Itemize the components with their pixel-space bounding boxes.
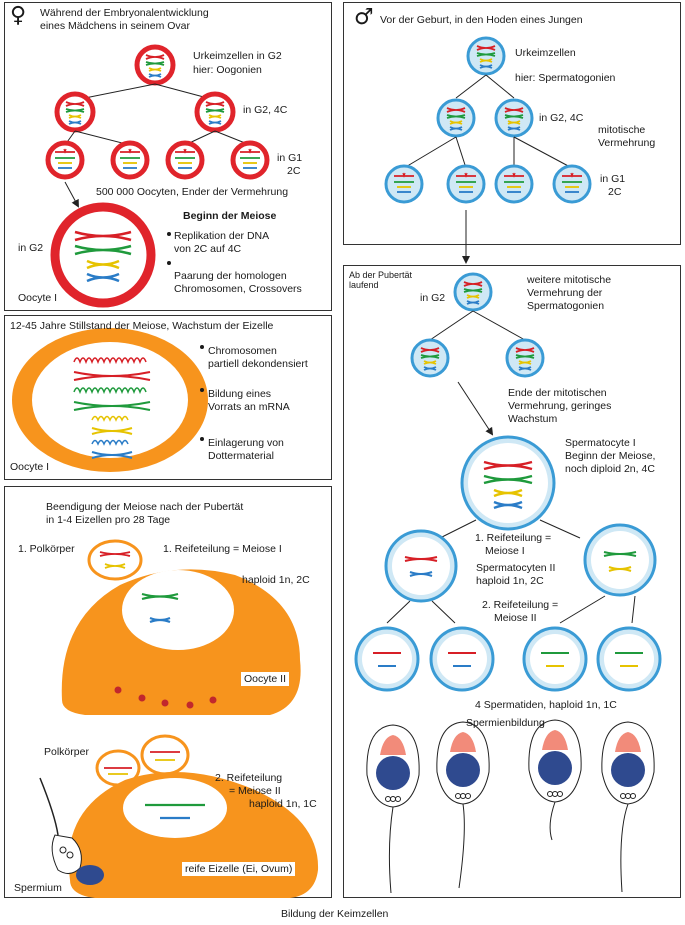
male-mitotisch-line2: Vermehrung <box>598 137 656 149</box>
female-bullet1-line1: Replikation der DNA <box>174 230 270 242</box>
female-bullet2-line2: Chromosomen, Crossovers <box>174 283 302 295</box>
female-urkeim-line1: Urkeimzellen in G2 <box>193 50 282 62</box>
meiosis-begin-title: Beginn der Meiose <box>183 210 277 222</box>
reife2-line2: Meiose II <box>494 612 537 624</box>
oocyte2-label: Oocyte II <box>241 672 290 686</box>
male-g1-line2: 2C <box>608 186 622 198</box>
female-oocyte-count: 500 000 Oocyten, Ender der Vermehrung <box>96 186 289 198</box>
oocyte-2-cell <box>61 569 301 715</box>
bullet-dot <box>200 388 204 392</box>
female-g1-line1: in G1 <box>277 152 303 164</box>
male-g2-4c-label: in G2, 4C <box>539 112 584 124</box>
completion-header-line2: in 1-4 Eizellen pro 28 Tage <box>46 514 171 526</box>
puberty-header-line1: Ab der Pubertät <box>349 270 413 280</box>
female-bullet2-line1: Paarung der homologen <box>174 270 287 282</box>
ende-line3: Wachstum <box>508 413 558 425</box>
male-g1-line1: in G1 <box>600 173 626 185</box>
spermatiden-label: 4 Spermatiden, haploid 1n, 1C <box>475 699 617 711</box>
spermatocyten2-line1: Spermatocyten II <box>476 562 556 574</box>
arrow-to-spermatocyte <box>457 381 494 436</box>
branch-lines-male-1 <box>455 74 515 99</box>
second-polar-bodies <box>95 734 190 787</box>
first-polar-body-label: 1. Polkörper <box>18 543 75 555</box>
weitere-line3: Spermatogonien <box>527 300 605 312</box>
female-header-line1: Während der Embryonalentwicklung <box>40 7 209 19</box>
spermatocyte1-line2: Beginn der Meiose, <box>565 450 656 462</box>
reife2-line1: 2. Reifeteilung = <box>482 599 559 611</box>
spermium-label: Spermium <box>14 882 62 894</box>
arrest-bullet1-line1: Chromosomen <box>208 345 277 357</box>
bullet-dot <box>200 437 204 441</box>
reife1-line1: 1. Reifeteilung = <box>475 532 552 544</box>
female-symbol: ♀ <box>10 3 27 28</box>
reifeteilung2-line2: = Meiose II <box>229 785 281 797</box>
puberty-in-g2-label: in G2 <box>420 292 446 304</box>
bullet-dot <box>167 261 171 265</box>
spermatocyten2-line2: haploid 1n, 2C <box>476 575 544 587</box>
oogonia-g1-cells <box>45 140 270 180</box>
ende-line2: Vermehrung, geringes <box>508 400 612 412</box>
second-polar-body-label: Polkörper <box>44 746 89 758</box>
branch-lines-female-2 <box>64 130 251 146</box>
branch-lines-male-4 <box>439 519 581 539</box>
female-g1-line2: 2C <box>287 165 301 177</box>
male-urkeim-line2: hier: Spermatogonien <box>515 72 616 84</box>
puberty-header-line2: laufend <box>349 280 379 290</box>
arrest-bullet3-line2: Dottermaterial <box>208 450 274 462</box>
spermienbildung-label: Spermienbildung <box>466 717 545 729</box>
weitere-line1: weitere mitotische <box>527 274 612 286</box>
oocyte1-in-g2-label: in G2 <box>18 242 44 254</box>
branch-lines-male-3 <box>429 310 526 341</box>
reifeteilung1-label: 1. Reifeteilung = Meiose I <box>163 543 282 555</box>
male-symbol: ♂ <box>354 5 374 30</box>
spermatocyte1-line1: Spermatocyte I <box>565 437 636 449</box>
spermatogonium-top-cell <box>466 36 506 76</box>
arrest-bullet1-line2: partiell dekondensiert <box>208 358 308 370</box>
spermatid-cells <box>354 626 662 692</box>
spermatogonia-g2-cells <box>436 98 534 138</box>
haploid2-label: haploid 1n, 1C <box>249 798 317 810</box>
spermatocyte1-line3: noch diploid 2n, 4C <box>565 463 655 475</box>
arrest-oocyte-label: Oocyte I <box>10 461 50 473</box>
weitere-line2: Vermehrung der <box>527 287 603 299</box>
female-urkeim-line2: hier: Oogonien <box>193 64 262 76</box>
branch-lines-female-1 <box>74 83 216 101</box>
spermatocyte-2-cells <box>384 523 657 603</box>
arrest-bullet3-line1: Einlagerung von <box>208 437 284 449</box>
oocyte-1-meiosis-cell <box>50 202 156 308</box>
branch-lines-male-2 <box>403 136 573 169</box>
male-urkeim-line1: Urkeimzellen <box>515 47 576 59</box>
oogonium-top-cell <box>134 44 176 86</box>
haploid1-label: haploid 1n, 2C <box>242 574 310 586</box>
female-header-line2: eines Mädchens in seinem Ovar <box>40 20 190 32</box>
arrow-to-oocyte-1 <box>64 181 79 208</box>
spermatocyte-1-cell <box>460 435 556 531</box>
reife1-line2: Meiose I <box>485 545 525 557</box>
oocyte-1-growth-cell <box>12 328 208 472</box>
female-bullet1-line2: von 2C auf 4C <box>174 243 242 255</box>
oogonia-g2-cells <box>54 91 236 133</box>
first-polar-body <box>87 539 143 581</box>
spermatogonia-mitotic-cells <box>410 338 545 378</box>
mature-egg-label: reife Eizelle (Ei, Ovum) <box>182 862 296 876</box>
bullet-dot <box>167 232 171 236</box>
completion-header-line1: Beendigung der Meiose nach der Pubertät <box>46 501 244 513</box>
ende-line1: Ende der mitotischen <box>508 387 607 399</box>
arrest-bullet2-line2: Vorrats an mRNA <box>208 401 290 413</box>
oocyte1-label: Oocyte I <box>18 292 58 304</box>
spermium-fertilizing <box>39 777 104 885</box>
arrest-bullet2-line1: Bildung eines <box>208 388 272 400</box>
male-mitotisch-line1: mitotische <box>598 124 646 136</box>
reifeteilung2-line1: 2. Reifeteilung <box>215 772 283 784</box>
developing-sperm-cells <box>366 719 655 894</box>
bullet-dot <box>200 345 204 349</box>
male-header: Vor der Geburt, in den Hoden eines Junge… <box>380 14 583 26</box>
arrest-header: 12-45 Jahre Stillstand der Meiose, Wachs… <box>10 320 274 332</box>
figure-caption: Bildung der Keimzellen <box>281 908 389 920</box>
spermatogonia-g1-cells <box>384 164 592 204</box>
spermatogonium-puberty-cell <box>453 272 493 312</box>
female-g2-4c-label: in G2, 4C <box>243 104 288 116</box>
branch-lines-male-5 <box>386 595 636 624</box>
